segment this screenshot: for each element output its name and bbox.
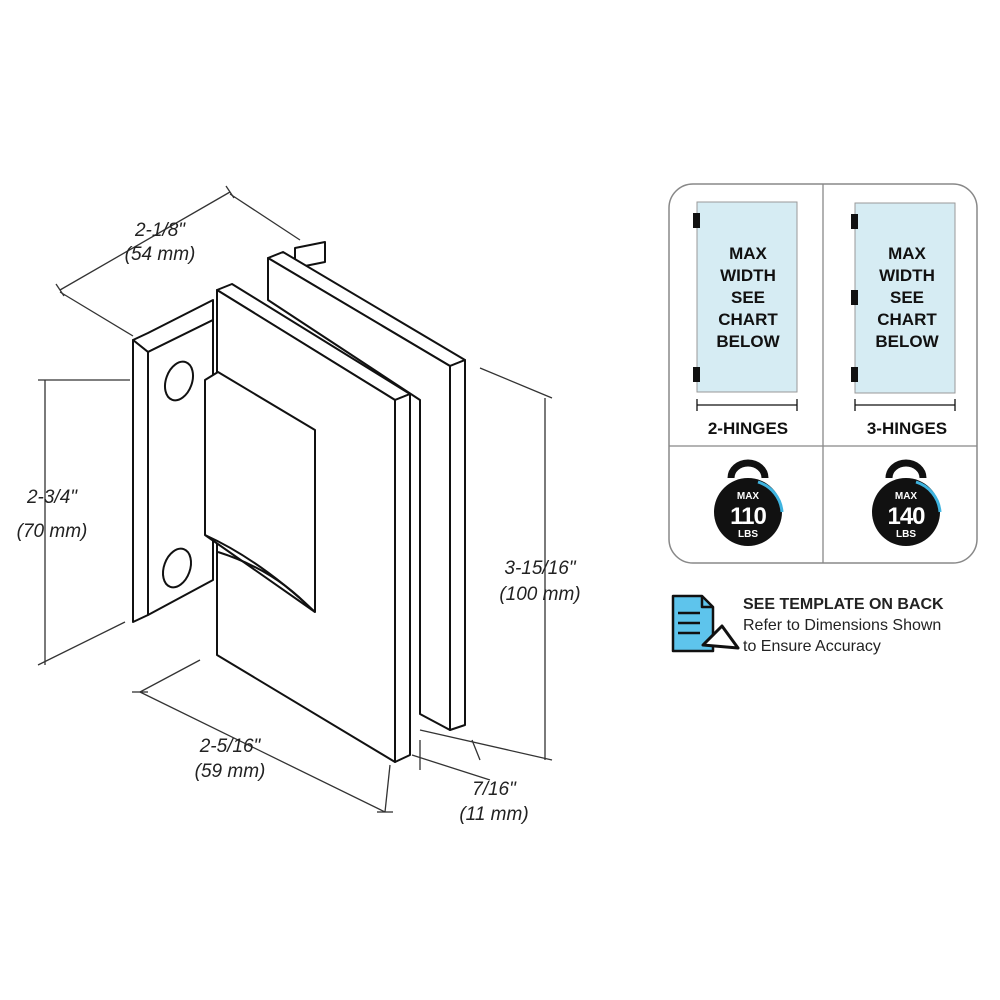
svg-text:LBS: LBS [896, 529, 916, 540]
svg-text:WIDTH: WIDTH [720, 266, 776, 285]
mount-hole-top [163, 360, 195, 402]
svg-text:MAX: MAX [737, 491, 760, 502]
note-heading: SEE TEMPLATE ON BACK [743, 596, 944, 613]
glass-thickness-metric: (11 mm) [459, 804, 528, 825]
hinge-icon [693, 213, 700, 228]
svg-text:140: 140 [887, 503, 925, 530]
svg-text:LBS: LBS [738, 529, 758, 540]
panel-2-hinges: MAX WIDTH SEE CHART BELOW 2-HINGES MAX 1… [693, 201, 798, 546]
hinge-drawing [132, 241, 466, 763]
dimension-lines [37, 185, 553, 813]
hinge-icon [851, 214, 858, 229]
note-line-2: to Ensure Accuracy [743, 638, 881, 655]
plate-height-metric: (70 mm) [17, 521, 88, 542]
hinge-icon [851, 290, 858, 305]
weight-icon: MAX 110 LBS [714, 459, 784, 546]
mount-hole-bottom [161, 547, 193, 589]
dimension-labels: 2-1/8" (54 mm) 2-3/4" (70 mm) 3-15/16" (… [17, 220, 581, 825]
svg-text:CHART: CHART [718, 310, 778, 329]
template-document-icon [671, 594, 740, 653]
wall-plate-face [147, 319, 214, 616]
note-line-1: Refer to Dimensions Shown [743, 617, 942, 634]
svg-text:WIDTH: WIDTH [879, 266, 935, 285]
svg-text:MAX: MAX [888, 244, 926, 263]
svg-text:SEE: SEE [890, 288, 924, 307]
rear-plate-face [267, 257, 451, 731]
svg-text:BELOW: BELOW [716, 332, 780, 351]
clamp-side [394, 393, 411, 763]
panel-label: 3-HINGES [867, 419, 947, 438]
depth-metric: (54 mm) [125, 244, 196, 265]
weight-icon: MAX 140 LBS [872, 459, 942, 546]
plate-height-imperial: 2-3/4" [26, 487, 78, 508]
svg-text:SEE: SEE [731, 288, 765, 307]
template-note: SEE TEMPLATE ON BACK Refer to Dimensions… [743, 594, 944, 657]
total-height-metric: (100 mm) [499, 584, 580, 605]
svg-text:MAX: MAX [729, 244, 767, 263]
hinge-icon [693, 367, 700, 382]
width-metric: (59 mm) [195, 761, 266, 782]
panel-3-hinges: MAX WIDTH SEE CHART BELOW 3-HINGES MAX 1… [851, 202, 956, 546]
svg-text:BELOW: BELOW [875, 332, 939, 351]
width-imperial: 2-5/16" [199, 736, 262, 757]
wall-plate-edge [132, 339, 149, 623]
panel-label: 2-HINGES [708, 419, 788, 438]
svg-text:MAX: MAX [895, 491, 918, 502]
svg-text:110: 110 [730, 503, 766, 530]
depth-imperial: 2-1/8" [134, 220, 186, 241]
hinge-icon [851, 367, 858, 382]
glass-thickness-imperial: 7/16" [472, 779, 517, 800]
svg-text:CHART: CHART [877, 310, 937, 329]
total-height-imperial: 3-15/16" [504, 558, 576, 579]
knuckle [204, 371, 316, 613]
spec-box: MAX WIDTH SEE CHART BELOW 2-HINGES MAX 1… [668, 183, 978, 564]
rear-plate-side [449, 359, 466, 731]
